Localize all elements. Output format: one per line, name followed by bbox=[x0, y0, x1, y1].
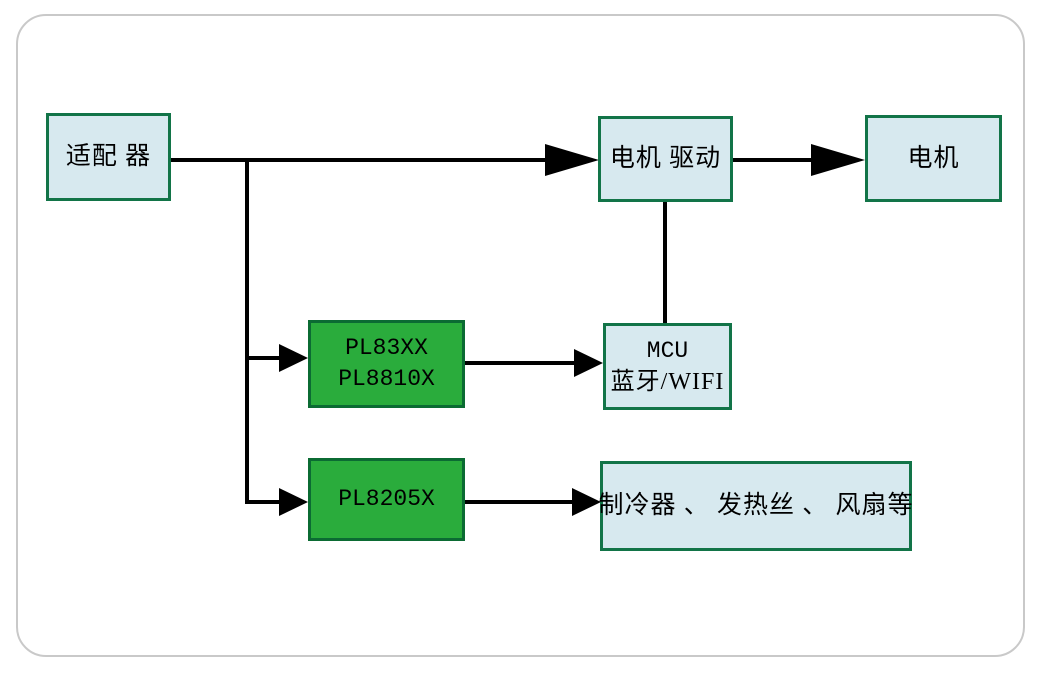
arrowhead-into-pl83 bbox=[279, 344, 308, 372]
node-motor-label: 电机 bbox=[907, 144, 960, 172]
arrowhead-into-motordriver bbox=[545, 144, 599, 176]
node-pl83xx-label-line1: PL83XX bbox=[345, 334, 428, 361]
connector-motordriver-to-mcu-line bbox=[663, 202, 667, 323]
node-motor-driver-label: 电机 驱动 bbox=[609, 145, 722, 173]
connector-adapter-branch-vertical-line bbox=[245, 158, 249, 504]
connector-branch-to-pl83-line bbox=[245, 356, 280, 360]
arrowhead-into-pl8205 bbox=[279, 488, 308, 516]
node-mcu-label-line1: MCU bbox=[646, 337, 689, 364]
node-motor-driver: 电机 驱动 bbox=[598, 116, 733, 202]
node-motor: 电机 bbox=[865, 115, 1002, 202]
node-mcu-label-line2: 蓝牙/WIFI bbox=[610, 369, 725, 396]
connector-pl8205-to-loads-line bbox=[465, 500, 573, 504]
node-pl8205x-label: PL8205X bbox=[338, 485, 435, 512]
diagram-frame-border bbox=[16, 14, 1025, 657]
connector-adapter-to-motordriver-line bbox=[171, 158, 545, 162]
node-adapter-label: 适配 器 bbox=[65, 143, 152, 171]
connector-branch-to-pl8205-line bbox=[245, 500, 280, 504]
arrowhead-into-loads bbox=[572, 488, 601, 516]
arrowhead-into-motor bbox=[811, 144, 865, 176]
arrowhead-into-mcu bbox=[574, 349, 603, 377]
connector-pl83-to-mcu-line bbox=[465, 361, 574, 365]
node-loads: 制冷器 、 发热丝 、 风扇等 bbox=[598, 461, 914, 551]
node-pl83xx-label-line2: PL8810X bbox=[338, 366, 435, 392]
node-pl83xx-chip: PL83XX PL8810X bbox=[308, 320, 465, 408]
node-adapter: 适配 器 bbox=[46, 113, 171, 201]
connector-motordriver-to-motor-line bbox=[733, 158, 811, 162]
node-pl8205x-chip: PL8205X bbox=[308, 458, 465, 541]
node-loads-label: 制冷器 、 发热丝 、 风扇等 bbox=[598, 492, 914, 520]
node-mcu: MCU 蓝牙/WIFI bbox=[603, 323, 732, 410]
